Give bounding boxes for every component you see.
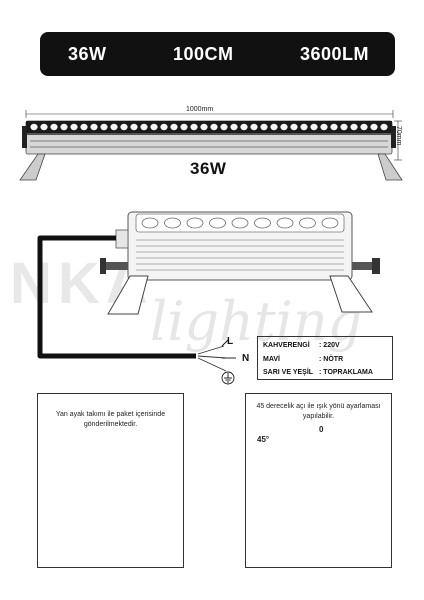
led-lens: [240, 123, 248, 131]
angle-0-label: 0: [319, 425, 324, 434]
led-lens: [360, 123, 368, 131]
led-lens: [350, 123, 358, 131]
wiring-row: KAHVERENGİ : 220V: [263, 340, 388, 350]
led-lens: [60, 123, 68, 131]
side-led-lens: [186, 217, 204, 229]
led-lens: [260, 123, 268, 131]
wire-separator: :: [319, 368, 322, 376]
led-lens: [30, 123, 38, 131]
wire-color: SARI VE YEŞİL: [263, 368, 314, 376]
fixture-feet: [19, 153, 403, 181]
side-led-lens: [321, 217, 339, 229]
led-lens: [120, 123, 128, 131]
led-lens: [290, 123, 298, 131]
led-lens: [180, 123, 188, 131]
length-dimension-line: [25, 110, 394, 118]
led-lens: [170, 123, 178, 131]
led-lens: [210, 123, 218, 131]
led-lens: [80, 123, 88, 131]
led-lens: [380, 123, 388, 131]
led-lens: [250, 123, 258, 131]
led-lens: [230, 123, 238, 131]
power-cable: [37, 235, 196, 359]
led-lens: [70, 123, 78, 131]
led-lens: [110, 123, 118, 131]
wire-function: TOPRAKLAMA: [323, 368, 373, 376]
side-led-lens: [299, 217, 316, 229]
led-lens: [40, 123, 48, 131]
bracket-info-panel: Yan ayak takımı ile paket içerisinde gön…: [37, 393, 184, 568]
led-lens: [150, 123, 158, 131]
angle-45-label: 45°: [257, 435, 270, 444]
led-lens: [90, 123, 98, 131]
led-lens: [330, 123, 338, 131]
height-dimension: 70mm: [395, 126, 402, 146]
side-led-lens: [209, 217, 226, 229]
bracket-note: Yan ayak takımı ile paket içerisinde gön…: [55, 411, 166, 428]
wire-separator: :: [319, 355, 322, 363]
side-led-lens: [276, 217, 294, 229]
led-lens: [160, 123, 168, 131]
wiring-row: SARI VE YEŞİL : TOPRAKLAMA: [263, 367, 388, 377]
wire-function: 220V: [323, 341, 340, 349]
wiring-row: MAVİ : NÖTR: [263, 354, 388, 364]
led-row: [30, 123, 388, 131]
cable-wires: [197, 345, 227, 372]
led-lens: [270, 123, 278, 131]
side-led-lens: [164, 217, 181, 229]
led-lens: [100, 123, 108, 131]
led-lens: [50, 123, 58, 131]
power-spec: 36W: [68, 43, 107, 64]
fixture-wattage: 36W: [190, 159, 227, 178]
length-dimension: 1000mm: [186, 106, 214, 113]
wiring-legend: KAHVERENGİ : 220V MAVİ : NÖTR SARI VE YE…: [257, 336, 393, 380]
angle-note: 45 derecelik açı ile ışık yönü ayarlamas…: [256, 403, 381, 420]
length-spec: 100CM: [172, 43, 234, 64]
wire-arrows: [221, 339, 236, 359]
led-lens: [300, 123, 308, 131]
led-lens: [140, 123, 148, 131]
side-led-lens: [141, 217, 159, 229]
led-lens: [220, 123, 228, 131]
led-lens: [280, 123, 288, 131]
led-lens: [320, 123, 328, 131]
side-led-lens: [254, 217, 271, 229]
neutral-wire-label: N: [242, 353, 250, 364]
angle-info-panel: 45 derecelik açı ile ışık yönü ayarlamas…: [245, 393, 392, 568]
spec-banner: 36W 100CM 3600LM: [40, 32, 395, 76]
led-lens: [190, 123, 198, 131]
height-dimension-line: [394, 120, 402, 161]
led-lens: [370, 123, 378, 131]
ground-icon: [221, 371, 235, 385]
led-lens: [340, 123, 348, 131]
side-led-row: [141, 217, 339, 229]
wire-function: NÖTR: [323, 355, 344, 363]
wire-color: MAVİ: [263, 355, 280, 363]
line-wire-label: L: [227, 336, 234, 347]
lumen-spec: 3600LM: [299, 43, 369, 64]
side-view-feet: [107, 275, 373, 315]
wire-color: KAHVERENGİ: [263, 341, 310, 349]
side-led-lens: [231, 217, 249, 229]
wire-separator: :: [319, 341, 322, 349]
led-lens: [200, 123, 208, 131]
led-lens: [130, 123, 138, 131]
fixture-side-view: [100, 211, 380, 281]
fixture-front-view: [22, 120, 396, 155]
led-lens: [310, 123, 318, 131]
